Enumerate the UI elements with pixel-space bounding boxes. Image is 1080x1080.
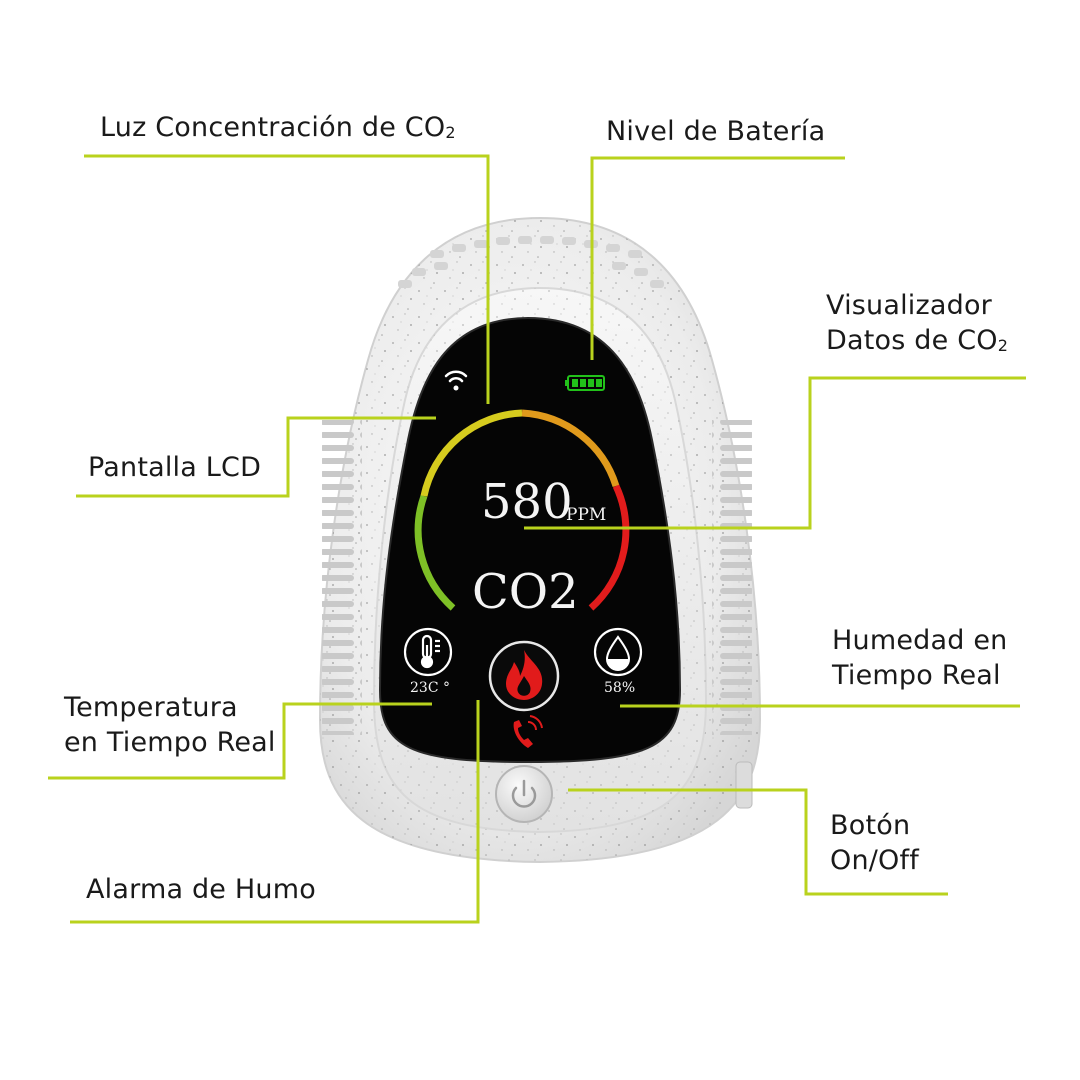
callout-temperatura: Temperatura en Tiempo Real (64, 692, 276, 758)
callout-leader-lines (48, 154, 1026, 924)
humidity-value: 58% (604, 680, 635, 696)
callout-humedad: Humedad en Tiempo Real (832, 625, 1008, 691)
gauge-segment-orange (521, 409, 620, 488)
callout-visualizador: Visualizador Datos de CO2 (826, 290, 1009, 356)
gauge-segment-yellow (420, 409, 523, 497)
power-button[interactable] (495, 765, 553, 823)
co2-label: CO2 (472, 564, 579, 620)
left-side-vents (322, 420, 362, 735)
top-vent-grille (398, 236, 664, 288)
co2-value: 580 (481, 474, 573, 530)
phone-call-icon (513, 715, 543, 748)
callout-pantalla-lcd: Pantalla LCD (88, 452, 262, 483)
co2-gauge-arc (414, 409, 630, 611)
leader-visualizador (524, 376, 1026, 530)
battery-icon (565, 375, 605, 391)
temperature-value: 23C ° (410, 680, 450, 696)
lcd-screen (378, 316, 682, 764)
leader-luz (84, 154, 490, 404)
water-drop-icon (593, 627, 643, 677)
power-icon (511, 779, 537, 808)
callout-nivel-bateria: Nivel de Batería (606, 116, 826, 147)
leader-pantalla (76, 416, 436, 498)
gauge-segment-green (414, 494, 456, 611)
leader-temperatura (48, 702, 432, 780)
right-side-vents (712, 420, 752, 735)
leader-boton (568, 788, 948, 896)
co2-unit: PPM (566, 505, 606, 525)
gauge-segment-red (588, 484, 630, 611)
leader-alarma (70, 700, 480, 924)
usb-port (735, 761, 753, 809)
callout-boton: Botón On/Off (830, 810, 919, 876)
callout-alarma-humo: Alarma de Humo (86, 874, 316, 905)
thermometer-icon (403, 627, 453, 677)
wifi-icon (444, 370, 468, 391)
leader-bateria (590, 156, 845, 360)
flame-icon (488, 640, 560, 712)
callout-luz-concentracion: Luz Concentración de CO2 (100, 112, 456, 143)
